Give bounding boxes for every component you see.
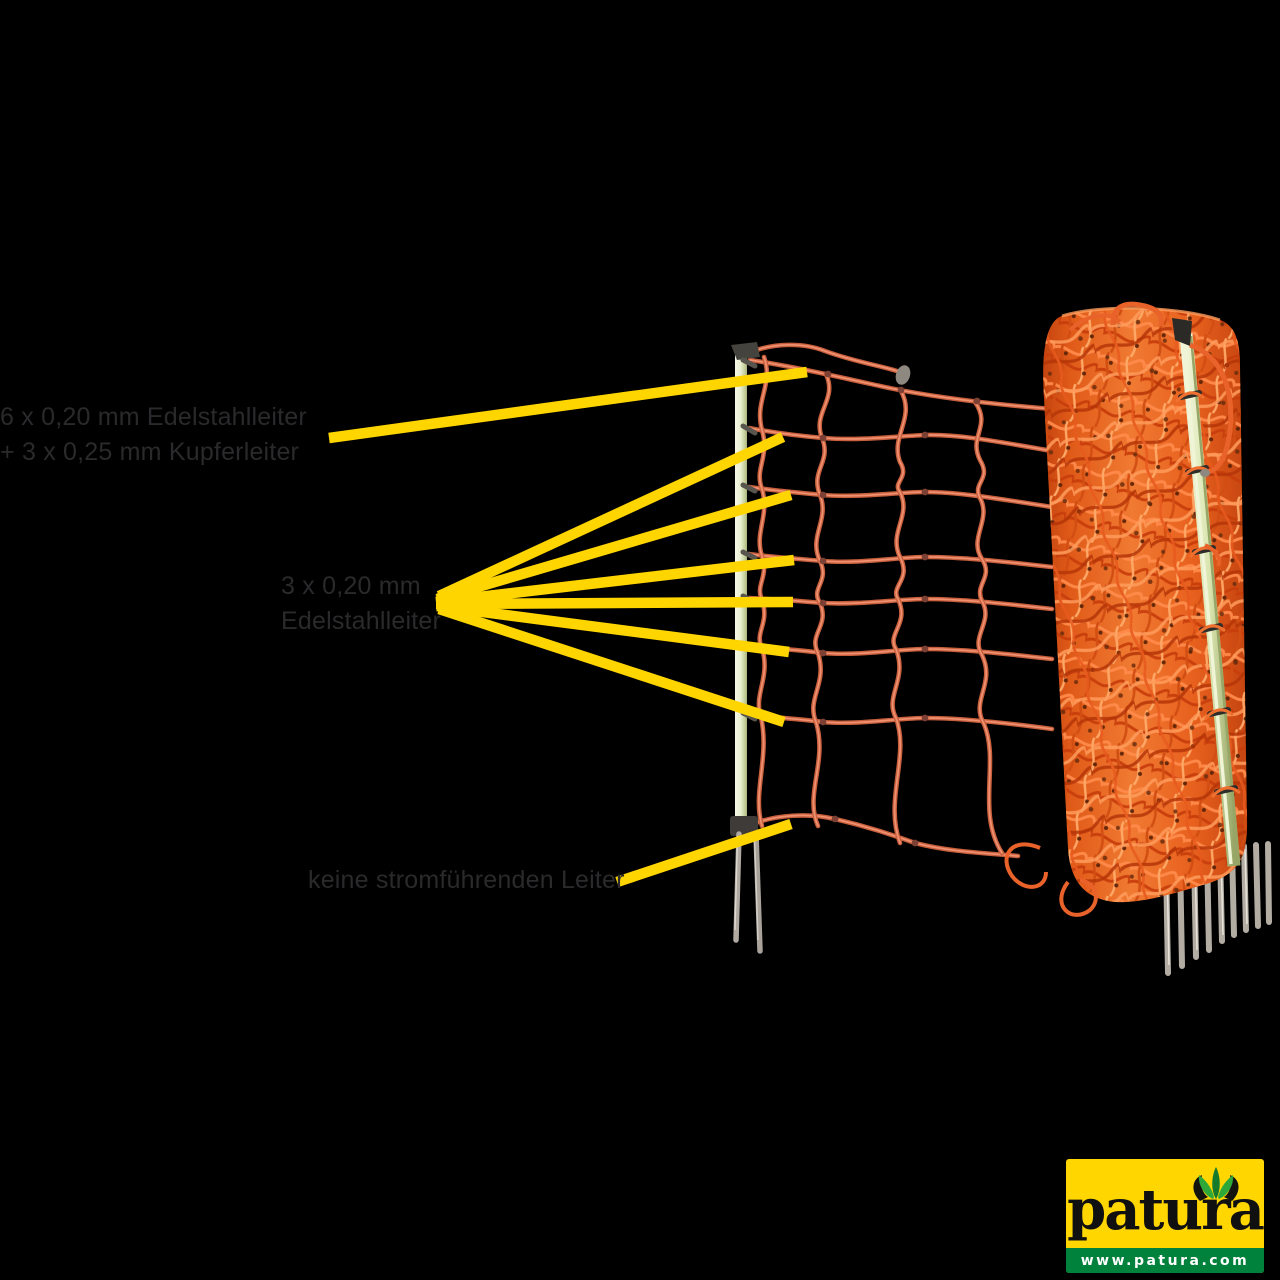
wire-end-knob xyxy=(895,365,911,385)
annotation-line-bottom xyxy=(615,819,793,887)
label-middle-conductors: 3 x 0,20 mm Edelstahlleiter xyxy=(281,569,441,639)
annotation-line-fan-5 xyxy=(436,600,790,658)
label-top-conductors: 6 x 0,20 mm Edelstahlleiter + 3 x 0,25 m… xyxy=(0,400,307,470)
patura-logo: patura www.patura.com xyxy=(1066,1159,1264,1273)
patura-wordmark: patura xyxy=(1067,1177,1264,1243)
annotation-line-top xyxy=(328,366,808,444)
label-top-line2: + 3 x 0,25 mm Kupferleiter xyxy=(0,438,300,466)
label-middle-line2: Edelstahlleiter xyxy=(281,607,442,635)
label-middle-line1: 3 x 0,20 mm xyxy=(281,572,421,600)
net-vertical-strands xyxy=(759,357,1002,853)
annotation-line-fan-6 xyxy=(437,604,786,727)
patura-leaf-icon xyxy=(1193,1167,1239,1201)
mesh-knots xyxy=(819,370,981,847)
label-bottom-conductor: keine stromführenden Leiter xyxy=(308,863,625,898)
roll-wire-loops xyxy=(1004,301,1234,917)
roll-post-cap xyxy=(1172,318,1192,346)
net-roll xyxy=(1004,301,1272,976)
net-horizontal-wires xyxy=(748,345,1052,856)
annotation-line-fan-3 xyxy=(435,554,795,608)
roll-post-wraps xyxy=(1174,391,1241,799)
post-double-spike xyxy=(730,816,763,954)
label-top-line1: 6 x 0,20 mm Edelstahlleiter xyxy=(0,403,307,431)
roll-post xyxy=(1172,318,1241,867)
roll-body xyxy=(1043,308,1248,903)
annotation-line-fan-4 xyxy=(435,596,794,610)
annotation-line-fan-2 xyxy=(435,489,793,605)
annotation-line-fan-1 xyxy=(436,432,786,601)
post-cap xyxy=(731,342,760,360)
annotation-lines xyxy=(328,366,808,887)
label-bottom-line1: keine stromführenden Leiter xyxy=(308,866,625,894)
patura-url: www.patura.com xyxy=(1080,1252,1250,1269)
patura-url-bar: www.patura.com xyxy=(1066,1248,1264,1273)
